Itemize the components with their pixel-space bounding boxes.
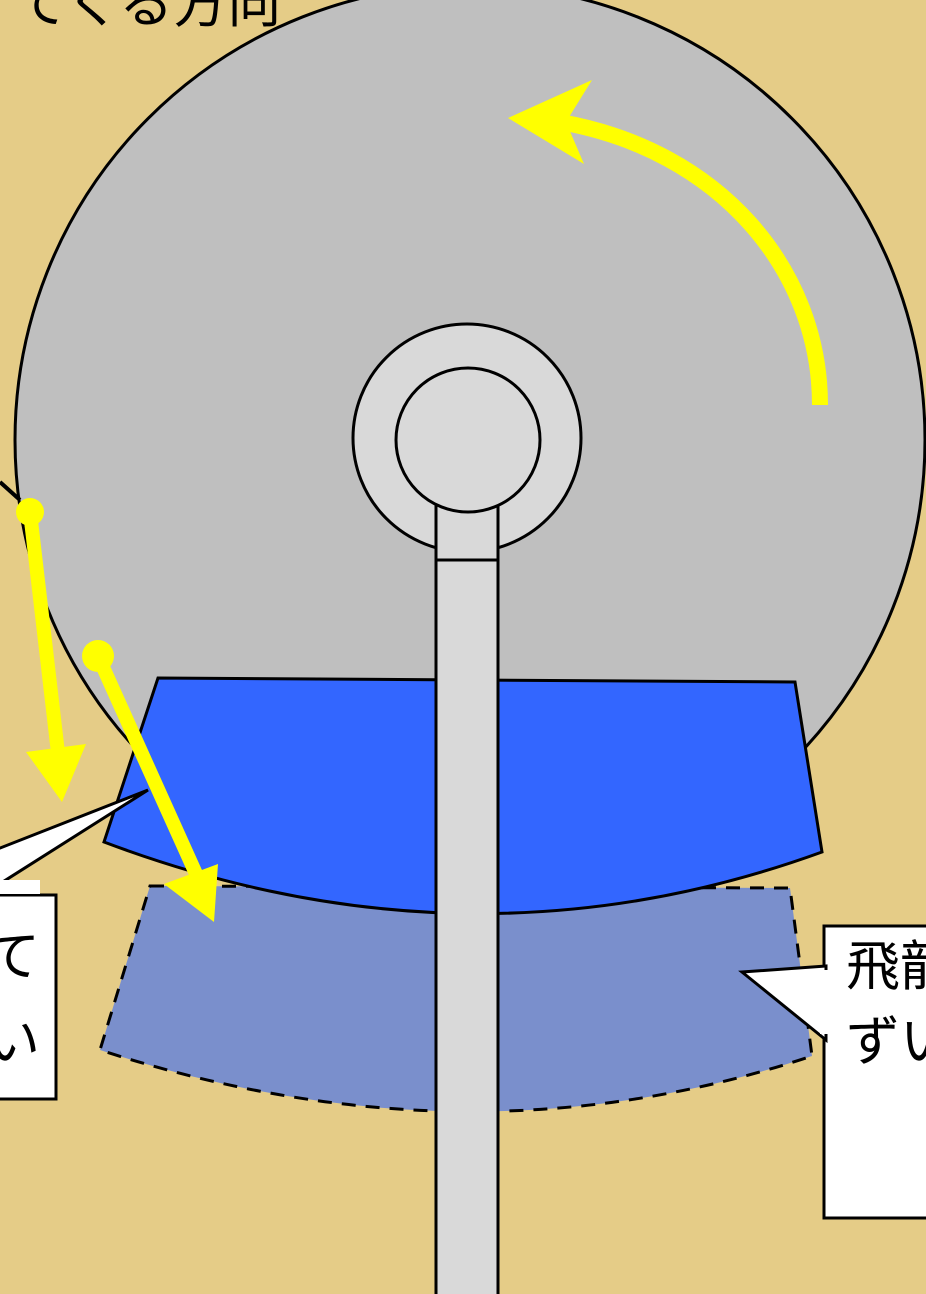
straight-arrow-icon — [16, 498, 86, 802]
top-caption: てくる方向 — [14, 0, 281, 35]
left-edge-mark — [0, 480, 22, 502]
left-callout-line1: て — [0, 925, 40, 988]
right-callout-box — [822, 924, 926, 1220]
straight-arrow-icon — [82, 640, 218, 922]
left-callout: て い — [0, 788, 149, 1101]
left-callout-box — [0, 893, 58, 1101]
right-callout-line1: 飛龍 — [846, 935, 926, 998]
handle-bar — [434, 498, 500, 1294]
curved-arrow-icon — [508, 80, 828, 406]
left-callout-line2: い — [0, 1010, 40, 1073]
right-callout-line2: ずい — [846, 1010, 926, 1073]
left-callout-pointer — [0, 788, 149, 886]
right-callout: 飛龍 ずい — [738, 924, 926, 1220]
hub-inner-circle — [394, 366, 542, 514]
